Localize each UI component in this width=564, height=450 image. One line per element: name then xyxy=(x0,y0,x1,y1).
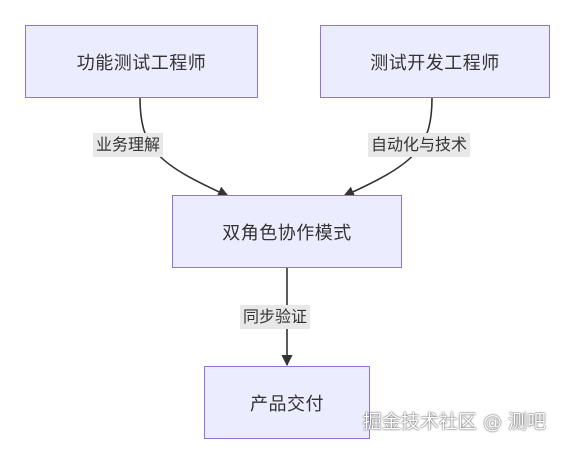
edge-label-business-understanding: 业务理解 xyxy=(93,133,164,157)
edge-label-sync-verification: 同步验证 xyxy=(240,305,311,329)
node-product-delivery: 产品交付 xyxy=(204,366,370,439)
node-functional-tester: 功能测试工程师 xyxy=(25,25,258,98)
node-test-dev-engineer: 测试开发工程师 xyxy=(320,25,550,98)
edge-label-automation-tech: 自动化与技术 xyxy=(368,133,471,157)
watermark: 掘金技术社区 @ 测吧 xyxy=(362,411,546,433)
node-functional-tester-label: 功能测试工程师 xyxy=(76,52,207,74)
node-dual-role-mode: 双角色协作模式 xyxy=(172,195,402,268)
node-dual-role-mode-label: 双角色协作模式 xyxy=(222,222,352,244)
node-product-delivery-label: 产品交付 xyxy=(250,393,324,415)
node-test-dev-engineer-label: 测试开发工程师 xyxy=(370,52,500,74)
